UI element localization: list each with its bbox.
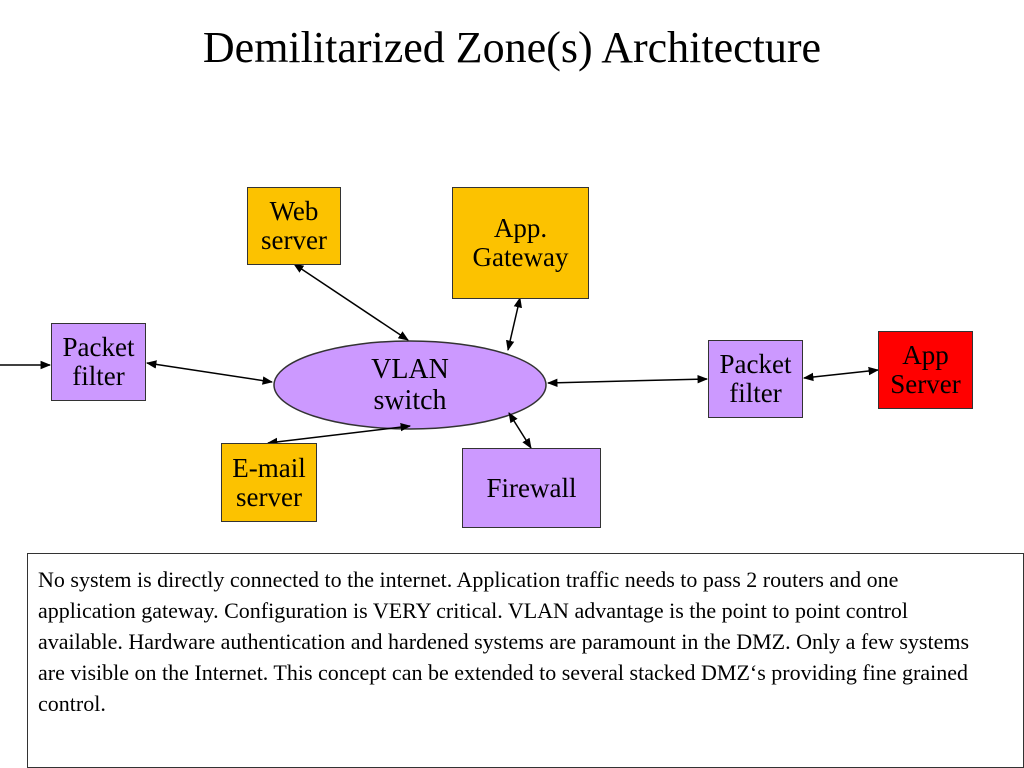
app-server-line-2: Server <box>890 369 961 399</box>
link-email-server-switch <box>266 422 412 447</box>
app-server-line-1: App <box>902 340 949 370</box>
email-server-node: E-mail server <box>221 443 317 522</box>
firewall-node: Firewall <box>462 448 601 528</box>
link-packet-filter-right-app-server <box>802 366 880 382</box>
vlan-switch: VLAN switch <box>274 341 546 429</box>
app-gateway-line-1: App. <box>493 213 548 243</box>
packet-filter-right-line-2: filter <box>729 378 782 408</box>
email-server-line-2: server <box>236 481 302 512</box>
slide-title: Demilitarized Zone(s) Architecture <box>202 23 822 72</box>
description-text-box: No system is directly connected to the i… <box>27 553 1024 768</box>
link-switch-packet-filter-right <box>546 375 709 387</box>
packet-filter-right-line-1: Packet <box>719 349 792 379</box>
web-server-node: Web server <box>247 187 341 265</box>
web-server-line-1: Web <box>269 196 319 226</box>
app-server-node: App Server <box>878 331 973 409</box>
app-gateway-node: App. Gateway <box>452 187 589 299</box>
web-server-line-2: server <box>261 225 327 255</box>
packet-filter-left-line-2: filter <box>72 361 125 391</box>
link-switch-firewall <box>508 412 532 449</box>
link-app-gateway-switch <box>506 296 522 352</box>
packet-filter-right-node: Packet filter <box>708 340 803 418</box>
link-web-server-switch <box>293 263 409 341</box>
packet-filter-left-node: Packet filter <box>51 323 146 401</box>
vlan-switch-line-2: switch <box>373 385 447 416</box>
link-packet-filter-left-switch <box>145 360 274 385</box>
app-gateway-line-2: Gateway <box>472 242 569 272</box>
vlan-switch-line-1: VLAN <box>371 354 449 385</box>
email-server-line-1: E-mail <box>232 452 306 483</box>
packet-filter-left-line-1: Packet <box>62 332 135 362</box>
firewall-line-1: Firewall <box>486 472 577 503</box>
